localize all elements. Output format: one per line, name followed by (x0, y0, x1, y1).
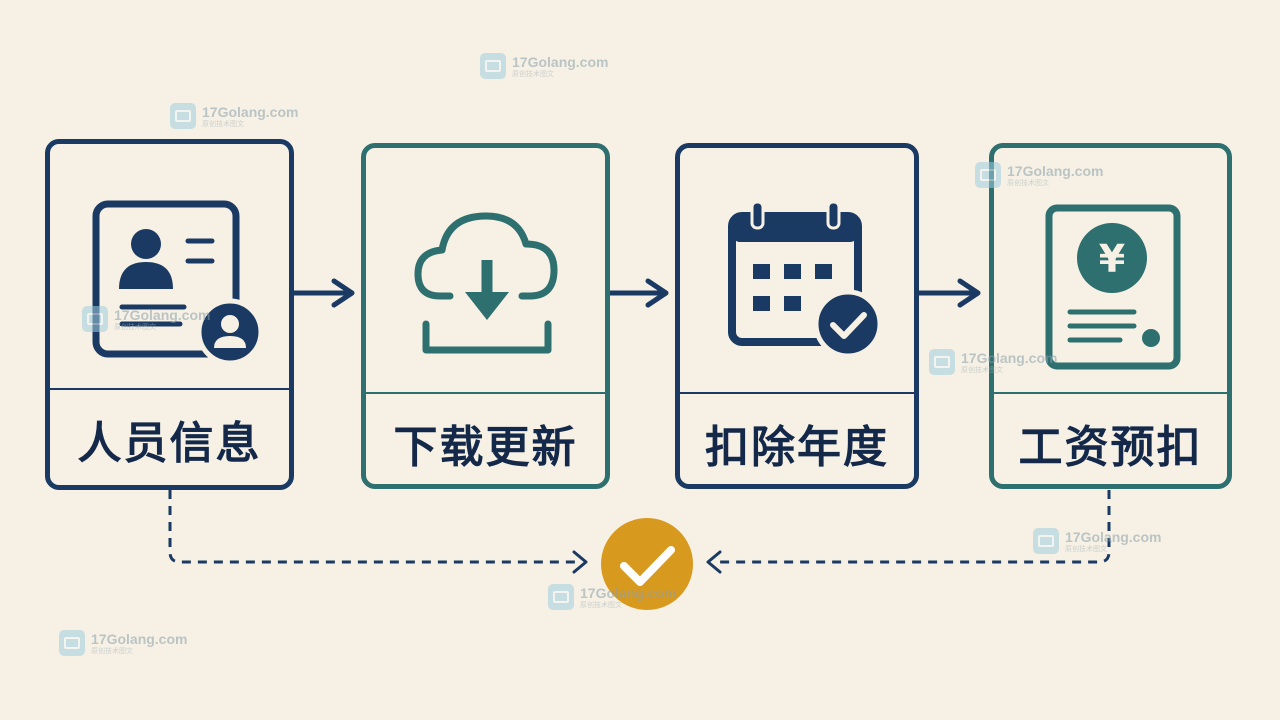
id-card-user-icon (50, 144, 289, 388)
step-label-2: 下载更新 (393, 422, 578, 473)
step-card-3: 扣除年度 (675, 143, 919, 489)
arrow-step2-to-step3 (606, 278, 669, 308)
cloud-download-icon (366, 148, 605, 392)
calendar-check-icon (680, 148, 914, 392)
check-circle-icon (601, 518, 693, 610)
arrow-step3-to-step4 (915, 278, 981, 308)
step-label-3: 扣除年度 (705, 422, 889, 473)
yuan-document-icon: ¥ (994, 148, 1227, 392)
dashed-path-right (706, 490, 1111, 574)
card-divider (366, 392, 605, 394)
step-card-1: 人员信息 (45, 139, 294, 490)
arrow-step1-to-step2 (290, 278, 355, 308)
card-divider (994, 392, 1227, 394)
card-divider (50, 388, 289, 390)
step-card-2: 下载更新 (361, 143, 610, 489)
step-label-1: 人员信息 (77, 418, 262, 469)
step-label-4: 工资预扣 (1018, 422, 1203, 473)
dashed-path-left (168, 490, 588, 574)
yuan-symbol: ¥ (1099, 237, 1125, 281)
card-divider (680, 392, 914, 394)
step-card-4: ¥ 工资预扣 (989, 143, 1232, 489)
